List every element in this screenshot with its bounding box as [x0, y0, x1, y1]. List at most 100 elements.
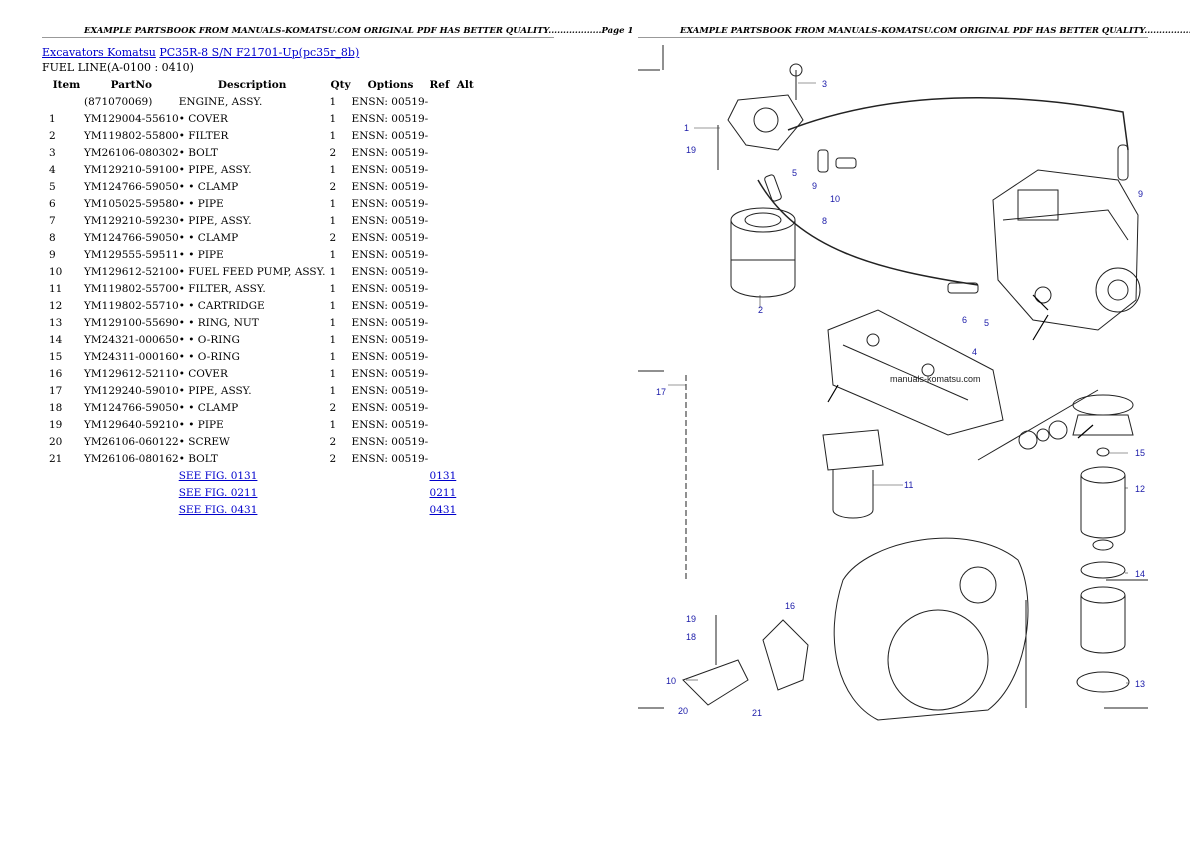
cell-description: • FUEL FEED PUMP, ASSY. [178, 265, 326, 278]
callout-19: 19 [686, 145, 696, 155]
breadcrumb: Excavators Komatsu PC35R-8 S/N F21701-Up… [42, 46, 359, 59]
col-header-description: Description [217, 78, 287, 91]
fig-ref-link[interactable]: 0211 [429, 486, 457, 499]
see-fig-row: SEE FIG. 0131 0131 [42, 467, 474, 484]
filter-element-part [730, 220, 796, 298]
cell-qty: 2 [329, 435, 337, 448]
breadcrumb-link-category[interactable]: Excavators Komatsu [42, 46, 156, 59]
cell-item: 7 [49, 214, 56, 227]
fig-ref-link[interactable]: 0431 [429, 503, 457, 516]
flywheel-housing-part [959, 566, 997, 604]
callout-7: 8 [822, 216, 827, 226]
cell-ref [430, 365, 474, 382]
filter-assy-part [832, 470, 874, 519]
cell-ref [430, 348, 474, 365]
callout-9: 10 [830, 194, 840, 204]
cell-partno: (871070069) [84, 95, 153, 108]
cell-description: • • PIPE [178, 418, 224, 431]
filter-element-part [744, 212, 782, 228]
callout-13: 13 [1135, 679, 1145, 689]
bolt-part [789, 63, 803, 77]
fig-ref-link[interactable]: 0131 [429, 469, 457, 482]
callout-21: 21 [752, 708, 762, 718]
cell-description: • • CARTRIDGE [178, 299, 265, 312]
cell-ref [430, 416, 474, 433]
cell-qty: 1 [329, 299, 337, 312]
see-fig-link[interactable]: SEE FIG. 0131 [178, 469, 258, 482]
callout-12: 12 [1135, 484, 1145, 494]
exploded-parts-diagram: manuals-komatsu.com 3 1 19 5 9 10 8 9 2 … [638, 45, 1148, 721]
see-fig-link[interactable]: SEE FIG. 0211 [178, 486, 258, 499]
cell-partno: YM124766-59050 [84, 401, 179, 414]
o-ring-part [1036, 428, 1050, 442]
filter-cover-part [753, 107, 779, 133]
col-header-options: Options [367, 78, 414, 91]
cell-qty: 1 [329, 418, 337, 431]
cell-qty: 1 [329, 197, 337, 210]
cell-item: 17 [49, 384, 63, 397]
cell-item: 8 [49, 231, 56, 244]
cell-ref [430, 127, 474, 144]
see-fig-link[interactable]: SEE FIG. 0431 [178, 503, 258, 516]
o-ring-part [1048, 420, 1068, 440]
table-header-row: Item PartNo Description Qty Options Ref … [42, 76, 474, 93]
cell-options: ENSN: 00519- [351, 265, 429, 278]
injection-pump-part [992, 169, 1139, 331]
col-header-ref-alt: Ref Alt [430, 76, 474, 93]
cell-partno: YM24311-000160 [84, 350, 179, 363]
cell-partno: YM119802-55700 [84, 282, 179, 295]
cell-qty: 1 [329, 333, 337, 346]
cell-item: 15 [49, 350, 63, 363]
cell-description: • PIPE, ASSY. [178, 163, 252, 176]
cell-ref [430, 331, 474, 348]
cell-qty: 2 [329, 231, 337, 244]
cell-partno: YM129210-59230 [84, 214, 179, 227]
cell-options: ENSN: 00519- [351, 316, 429, 329]
cell-options: ENSN: 00519- [351, 299, 429, 312]
callout-1: 1 [684, 123, 689, 133]
o-ring-part [1018, 430, 1038, 450]
callout-8: 9 [812, 181, 817, 191]
cell-options: ENSN: 00519- [351, 231, 429, 244]
cell-ref [430, 314, 474, 331]
filter-element-part [730, 207, 796, 233]
fuel-feed-pump-part [682, 659, 749, 706]
clamp-part [764, 174, 782, 202]
cell-description: • COVER [178, 367, 228, 380]
cell-item: 18 [49, 401, 63, 414]
cell-description: • • CLAMP [178, 180, 239, 193]
cell-options: ENSN: 00519- [351, 180, 429, 193]
arrow [1077, 424, 1094, 439]
cell-qty: 1 [329, 112, 337, 125]
injection-pump-part [1017, 189, 1059, 221]
cell-description: • • CLAMP [178, 401, 239, 414]
parts-table: Item PartNo Description Qty Options Ref … [42, 76, 474, 518]
cell-options: ENSN: 00519- [351, 129, 429, 142]
cell-partno: YM129612-52100 [84, 265, 179, 278]
page1-header: EXAMPLE PARTSBOOK FROM MANUALS-KOMATSU.C… [84, 26, 634, 36]
flywheel-housing-part [887, 609, 989, 711]
cell-description: • FILTER, ASSY. [178, 282, 266, 295]
cell-item: 14 [49, 333, 63, 346]
filter-assy-part [822, 429, 884, 471]
cell-partno: YM26106-080162 [84, 452, 179, 465]
cell-item: 2 [49, 129, 56, 142]
injection-pump-part [1107, 279, 1129, 301]
page-title: FUEL LINE(A-0100 : 0410) [42, 61, 194, 74]
fuel-line-pipe [787, 97, 1129, 151]
cell-ref [430, 433, 474, 450]
arrow [1032, 294, 1049, 311]
breadcrumb-link-model[interactable]: PC35R-8 S/N F21701-Up(pc35r_8b) [159, 46, 360, 59]
cell-ref [430, 297, 474, 314]
callout-20: 20 [678, 706, 688, 716]
cell-options: ENSN: 00519- [351, 452, 429, 465]
cell-description: ENGINE, ASSY. [178, 95, 263, 108]
cell-description: • • CLAMP [178, 231, 239, 244]
flywheel-housing-part [833, 537, 1029, 721]
cell-qty: 1 [329, 129, 337, 142]
cell-description: • • RING, NUT [178, 316, 259, 329]
cell-ref [430, 161, 474, 178]
